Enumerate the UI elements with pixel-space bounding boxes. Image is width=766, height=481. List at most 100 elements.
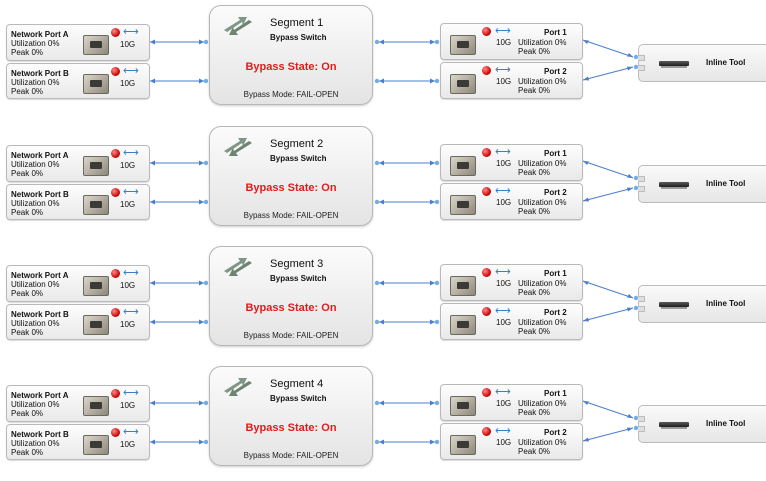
tool-port-name: Port 2 [544,188,567,197]
appliance-icon [659,182,689,189]
tool-port-1-card[interactable]: ⟷ Port 1 10G Utilization 0% Peak 0% [440,384,583,421]
network-port-utilization: Utilization 0% [11,400,60,409]
segment-row: Network Port A Utilization 0% Peak 0% ⟷ … [0,121,766,241]
port-speed: 10G [496,38,512,47]
network-port-name: Network Port A [11,391,69,400]
bypass-switch-panel[interactable]: Segment 4 Bypass Switch Bypass State: On… [209,366,373,466]
tool-port-2-card[interactable]: ⟷ Port 2 10G Utilization 0% Peak 0% [440,423,583,460]
tool-port-utilization: Utilization 0% [518,279,567,288]
sfp-transceiver-icon [450,35,476,55]
tool-port-name: Port 1 [544,389,567,398]
network-port-b-card[interactable]: Network Port B Utilization 0% Peak 0% ⟷ … [6,63,150,99]
bypass-switch-icon [224,258,252,276]
tool-port-2-card[interactable]: ⟷ Port 2 10G Utilization 0% Peak 0% [440,303,583,340]
network-port-peak: Peak 0% [11,169,44,178]
bidirectional-arrow-icon: ⟷ [495,64,511,76]
port-speed: 10G [496,159,512,168]
bypass-mode: Bypass Mode: FAIL-OPEN [243,90,339,99]
network-port-a-card[interactable]: Network Port A Utilization 0% Peak 0% ⟷ … [6,24,150,61]
sfp-transceiver-icon [450,74,476,94]
sfp-transceiver-icon [450,276,476,296]
bypass-state: Bypass State: On [245,302,337,314]
bidirectional-arrow-icon: ⟷ [123,186,139,198]
network-port-b-card[interactable]: Network Port B Utilization 0% Peak 0% ⟷ … [6,304,150,340]
inline-tool-label: Inline Tool [706,179,746,188]
tool-port-peak: Peak 0% [518,168,551,177]
segment-subtitle: Bypass Switch [270,154,327,163]
tool-port-utilization: Utilization 0% [518,77,567,86]
network-port-utilization: Utilization 0% [11,280,60,289]
segment-row: Network Port A Utilization 0% Peak 0% ⟷ … [0,241,766,361]
tool-port-peak: Peak 0% [518,207,551,216]
sfp-transceiver-icon [450,396,476,416]
bypass-state: Bypass State: On [245,182,337,194]
appliance-icon [659,302,689,309]
bypass-switch-icon [224,17,252,35]
link-status-led-icon [482,427,491,436]
tool-port-name: Port 2 [544,428,567,437]
network-port-utilization: Utilization 0% [11,199,60,208]
tool-connector-icon [638,416,645,422]
network-port-utilization: Utilization 0% [11,439,60,448]
tool-port-1-card[interactable]: ⟷ Port 1 10G Utilization 0% Peak 0% [440,23,583,60]
network-port-name: Network Port B [11,430,69,439]
tool-port-peak: Peak 0% [518,408,551,417]
inline-tool-card[interactable]: Inline Tool [638,165,766,203]
link-status-led-icon [482,388,491,397]
port-speed: 10G [120,40,136,49]
bypass-switch-panel[interactable]: Segment 3 Bypass Switch Bypass State: On… [209,246,373,346]
bidirectional-arrow-icon: ⟷ [123,26,139,38]
bypass-mode: Bypass Mode: FAIL-OPEN [243,451,339,460]
inline-tool-card[interactable]: Inline Tool [638,285,766,323]
tool-port-1-card[interactable]: ⟷ Port 1 10G Utilization 0% Peak 0% [440,264,583,301]
network-port-a-card[interactable]: Network Port A Utilization 0% Peak 0% ⟷ … [6,385,150,422]
network-port-a-card[interactable]: Network Port A Utilization 0% Peak 0% ⟷ … [6,145,150,182]
link-status-led-icon [482,27,491,36]
network-port-utilization: Utilization 0% [11,319,60,328]
tool-port-name: Port 2 [544,308,567,317]
segment-title: Segment 4 [270,378,324,390]
bypass-switch-panel[interactable]: Segment 2 Bypass Switch Bypass State: On… [209,126,373,226]
segment-row: Network Port A Utilization 0% Peak 0% ⟷ … [0,361,766,481]
tool-port-peak: Peak 0% [518,47,551,56]
tool-port-peak: Peak 0% [518,447,551,456]
bypass-switch-panel[interactable]: Segment 1 Bypass Switch Bypass State: On… [209,5,373,105]
network-port-name: Network Port B [11,310,69,319]
link-status-led-icon [482,187,491,196]
link-lines [150,160,639,205]
port-speed: 10G [496,438,512,447]
bidirectional-arrow-icon: ⟷ [123,306,139,318]
segment-title: Segment 2 [270,138,324,150]
inline-tool-card[interactable]: Inline Tool [638,44,766,82]
bypass-mode: Bypass Mode: FAIL-OPEN [243,211,339,220]
network-port-name: Network Port B [11,190,69,199]
inline-tool-label: Inline Tool [706,58,746,67]
network-port-name: Network Port A [11,151,69,160]
tool-connector-icon [638,65,645,71]
bidirectional-arrow-icon: ⟷ [495,25,511,37]
bidirectional-arrow-icon: ⟷ [123,147,139,159]
bidirectional-arrow-icon: ⟷ [495,185,511,197]
bidirectional-arrow-icon: ⟷ [123,65,139,77]
link-status-led-icon [482,268,491,277]
tool-port-1-card[interactable]: ⟷ Port 1 10G Utilization 0% Peak 0% [440,144,583,181]
sfp-transceiver-icon [83,35,109,55]
port-speed: 10G [496,399,512,408]
network-port-b-card[interactable]: Network Port B Utilization 0% Peak 0% ⟷ … [6,184,150,220]
bidirectional-arrow-icon: ⟷ [495,305,511,317]
tool-port-2-card[interactable]: ⟷ Port 2 10G Utilization 0% Peak 0% [440,183,583,220]
inline-tool-label: Inline Tool [706,299,746,308]
link-status-led-icon [111,67,120,76]
link-status-led-icon [111,269,120,278]
tool-connector-icon [638,176,645,182]
appliance-icon [659,422,689,429]
network-port-peak: Peak 0% [11,208,44,217]
port-speed: 10G [496,77,512,86]
inline-tool-card[interactable]: Inline Tool [638,405,766,443]
segment-title: Segment 3 [270,258,324,270]
tool-port-name: Port 1 [544,28,567,37]
network-port-b-card[interactable]: Network Port B Utilization 0% Peak 0% ⟷ … [6,424,150,460]
tool-port-peak: Peak 0% [518,288,551,297]
network-port-a-card[interactable]: Network Port A Utilization 0% Peak 0% ⟷ … [6,265,150,302]
tool-port-2-card[interactable]: ⟷ Port 2 10G Utilization 0% Peak 0% [440,62,583,99]
